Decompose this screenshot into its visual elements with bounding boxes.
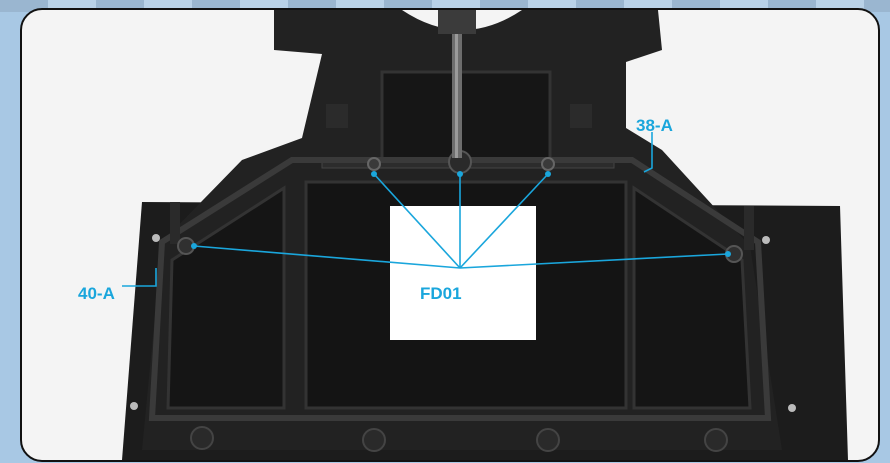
center-cutout [390,206,536,340]
instruction-frame: 38-A 40-A FD01 [20,8,880,462]
part-label-38a: 38-A [636,116,673,135]
screw-label-fd01: FD01 [420,284,462,303]
screwdriver [438,10,476,158]
part-label-40a: 40-A [78,284,115,303]
chassis-photo [122,10,848,460]
callout-lines [122,132,729,287]
screw-head [367,157,381,171]
upper-window [380,70,552,166]
screw-head [541,157,555,171]
